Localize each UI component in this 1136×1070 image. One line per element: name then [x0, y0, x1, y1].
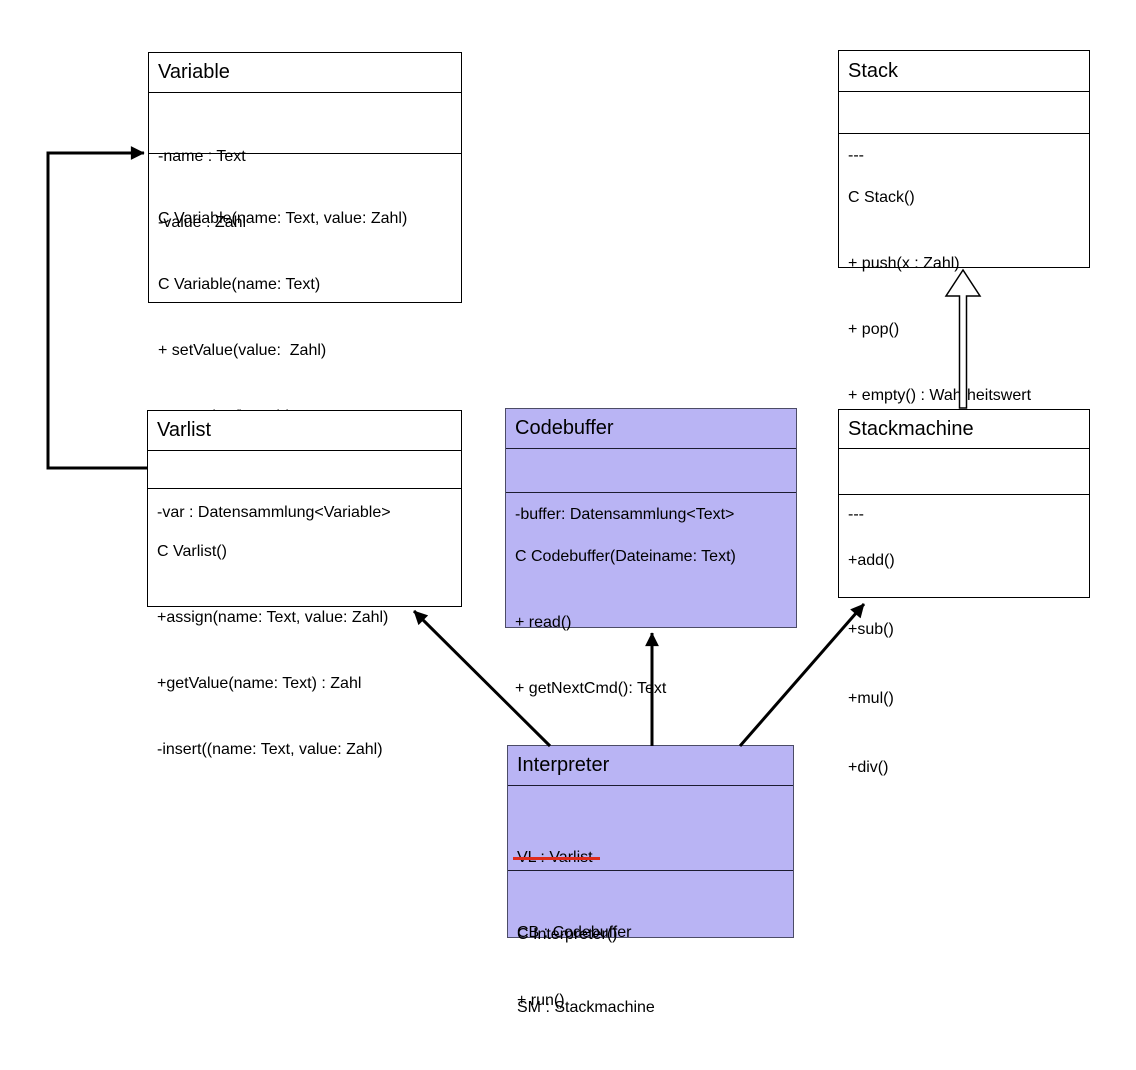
class-title: Variable	[149, 53, 461, 93]
class-methods: C Interpreter() + run()	[508, 871, 793, 1063]
method-line: +getValue(name: Text) : Zahl	[157, 675, 362, 692]
attribute-line: -buffer: Datensammlung<Text>	[515, 506, 735, 523]
class-box-varlist: Varlist -var : Datensammlung<Variable> C…	[147, 410, 462, 758]
method-line: C Codebuffer(Dateiname: Text)	[515, 548, 736, 565]
attribute-line: VL : Varlist	[513, 845, 784, 870]
class-attributes: ---	[839, 92, 1089, 164]
class-methods: C Varlist() +assign(name: Text, value: Z…	[148, 489, 461, 812]
attribute-line: ---	[848, 506, 864, 523]
class-box-stack: Stack --- C Stack() + push(x : Zahl) + p…	[838, 50, 1090, 470]
method-line: C Interpreter()	[517, 926, 618, 943]
method-line: -insert((name: Text, value: Zahl)	[157, 741, 383, 758]
class-attributes: -var : Datensammlung<Variable>	[148, 451, 461, 521]
attribute-line: CB : Codebuffer	[517, 924, 632, 941]
struck-attribute-vl-varlist: VL : Varlist	[513, 845, 600, 870]
class-attributes: ---	[839, 449, 1089, 523]
method-line: C Variable(name: Text, value: Zahl)	[158, 210, 408, 227]
class-title: Stackmachine	[839, 410, 1089, 449]
attribute-line: -name : Text	[158, 148, 246, 165]
class-attributes: -buffer: Datensammlung<Text>	[506, 449, 796, 523]
method-line: + push(x : Zahl)	[848, 255, 960, 272]
method-line: + empty() : Wahrheitswert	[848, 387, 1032, 404]
attribute-line: -var : Datensammlung<Variable>	[157, 504, 391, 521]
class-box-stackmachine: Stackmachine --- +add() +sub() +mul() +d…	[838, 409, 1090, 776]
method-line: C Stack()	[848, 189, 915, 206]
method-line: +assign(name: Text, value: Zahl)	[157, 609, 389, 626]
attribute-line: ---	[848, 147, 864, 164]
method-line: + pop()	[848, 321, 900, 338]
class-title: Stack	[839, 51, 1089, 92]
method-line: C Variable(name: Text)	[158, 276, 321, 293]
class-methods: +add() +sub() +mul() +div()	[839, 495, 1089, 832]
attribute-line: -value : Zahl	[158, 214, 247, 231]
uml-diagram-canvas: { "colors": { "background": "#ffffff", "…	[46, 50, 1090, 1016]
class-box-codebuffer: Codebuffer -buffer: Datensammlung<Text> …	[505, 408, 797, 829]
class-box-variable: Variable -name : Text -value : Zahl C Va…	[148, 52, 462, 491]
method-line: +add()	[848, 552, 895, 569]
method-line: + getNextCmd(): Text	[515, 680, 667, 697]
class-attributes: VL : Varlist CB : Codebuffer SM : Stackm…	[508, 786, 793, 1016]
class-title: Codebuffer	[506, 409, 796, 449]
class-title: Varlist	[148, 411, 461, 451]
method-line: C Varlist()	[157, 543, 227, 560]
class-title: Interpreter	[508, 746, 793, 786]
class-attributes: -name : Text -value : Zahl	[149, 93, 461, 231]
association-varlist-to-variable	[46, 146, 147, 470]
method-line: +sub()	[848, 621, 894, 638]
class-box-interpreter: Interpreter VL : Varlist CB : Codebuffer…	[507, 745, 794, 1016]
method-line: + read()	[515, 614, 572, 631]
method-line: + setValue(value: Zahl)	[158, 342, 327, 359]
method-line: +mul()	[848, 690, 894, 707]
method-line: +div()	[848, 759, 889, 776]
